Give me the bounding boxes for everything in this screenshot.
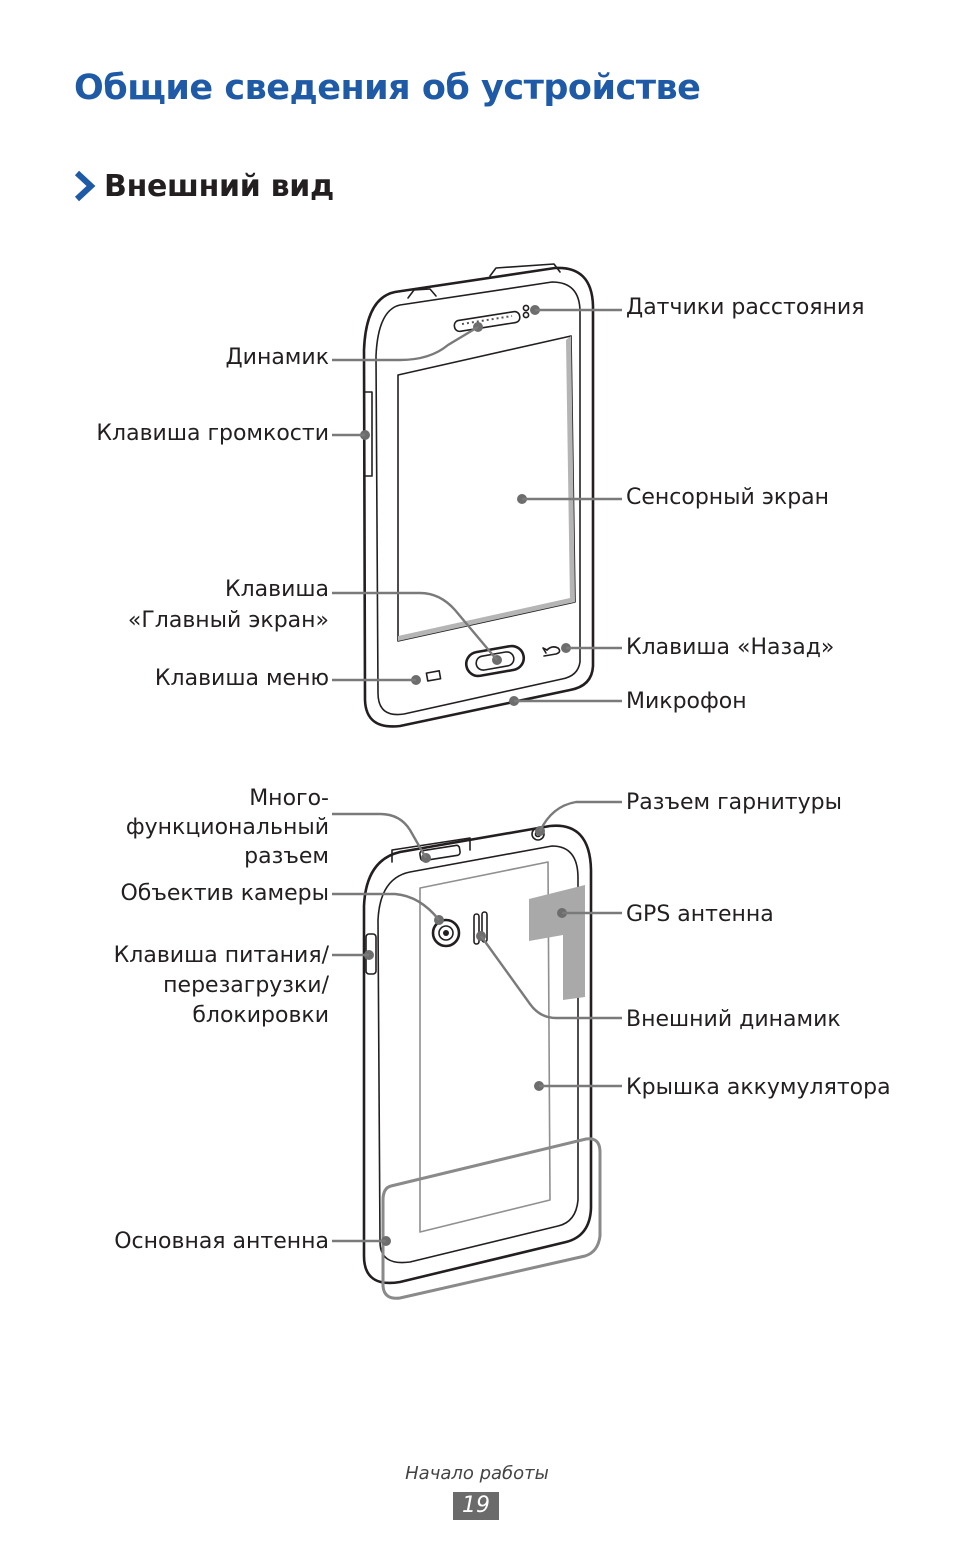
label-main-antenna: Основная антенна	[114, 1229, 329, 1254]
label-camera-lens: Объектив камеры	[120, 881, 329, 906]
label-multifunction-line1: Много-	[249, 786, 329, 811]
label-external-speaker: Внешний динамик	[626, 1007, 841, 1032]
label-touch-screen: Сенсорный экран	[626, 485, 829, 510]
callout-speaker: Динамик	[225, 322, 483, 370]
callout-touch-screen: Сенсорный экран	[517, 485, 829, 510]
label-home-key-line1: Клавиша	[225, 577, 329, 602]
callout-main-antenna: Основная антенна	[114, 1229, 391, 1254]
label-gps-antenna: GPS антенна	[626, 902, 774, 927]
callout-power-key: Клавиша питания/ перезагрузки/ блокировк…	[114, 943, 374, 1028]
label-power-key-line2: перезагрузки/	[163, 973, 329, 998]
label-microphone: Микрофон	[626, 689, 747, 714]
callout-external-speaker: Внешний динамик	[476, 931, 841, 1032]
callout-headset-jack: Разъем гарнитуры	[535, 790, 842, 836]
label-battery-cover: Крышка аккумулятора	[626, 1075, 891, 1100]
callout-volume-key: Клавиша громкости	[96, 421, 370, 446]
label-proximity-sensors: Датчики расстояния	[626, 295, 864, 320]
section-heading: Внешний вид	[74, 164, 334, 208]
page-title: Общие сведения об устройстве	[74, 68, 701, 108]
page-number-badge: 19	[453, 1492, 499, 1520]
section-title: Внешний вид	[104, 168, 334, 204]
label-multifunction-line2: функциональный	[126, 815, 329, 840]
label-power-key-line3: блокировки	[192, 1003, 329, 1028]
callout-proximity-sensors: Датчики расстояния	[530, 295, 864, 320]
front-callouts: Датчики расстояния Динамик Клавиша громк…	[96, 295, 864, 714]
callout-menu-key: Клавиша меню	[155, 666, 421, 691]
label-volume-key: Клавиша громкости	[96, 421, 329, 446]
callout-microphone: Микрофон	[509, 689, 747, 714]
back-phone-illustration	[362, 824, 602, 1300]
label-menu-key: Клавиша меню	[155, 666, 329, 691]
callout-home-key: Клавиша «Главный экран»	[128, 577, 502, 665]
callout-camera-lens: Объектив камеры	[120, 881, 444, 925]
label-back-key: Клавиша «Назад»	[626, 635, 834, 660]
label-home-key-line2: «Главный экран»	[128, 608, 329, 633]
callout-multifunction-jack: Много- функциональный разъем	[126, 786, 431, 869]
label-multifunction-line3: разъем	[244, 844, 329, 869]
callout-battery-cover: Крышка аккумулятора	[534, 1075, 891, 1100]
callout-gps-antenna: GPS антенна	[557, 902, 774, 927]
callout-back-key: Клавиша «Назад»	[561, 635, 834, 660]
label-speaker: Динамик	[225, 345, 329, 370]
chevron-right-icon	[74, 170, 96, 202]
label-headset-jack: Разъем гарнитуры	[626, 790, 842, 815]
label-power-key-line1: Клавиша питания/	[114, 943, 330, 968]
footer-section-name: Начало работы	[405, 1463, 549, 1484]
back-callouts: Много- функциональный разъем Разъем гарн…	[114, 786, 891, 1254]
front-phone-illustration	[362, 263, 595, 728]
